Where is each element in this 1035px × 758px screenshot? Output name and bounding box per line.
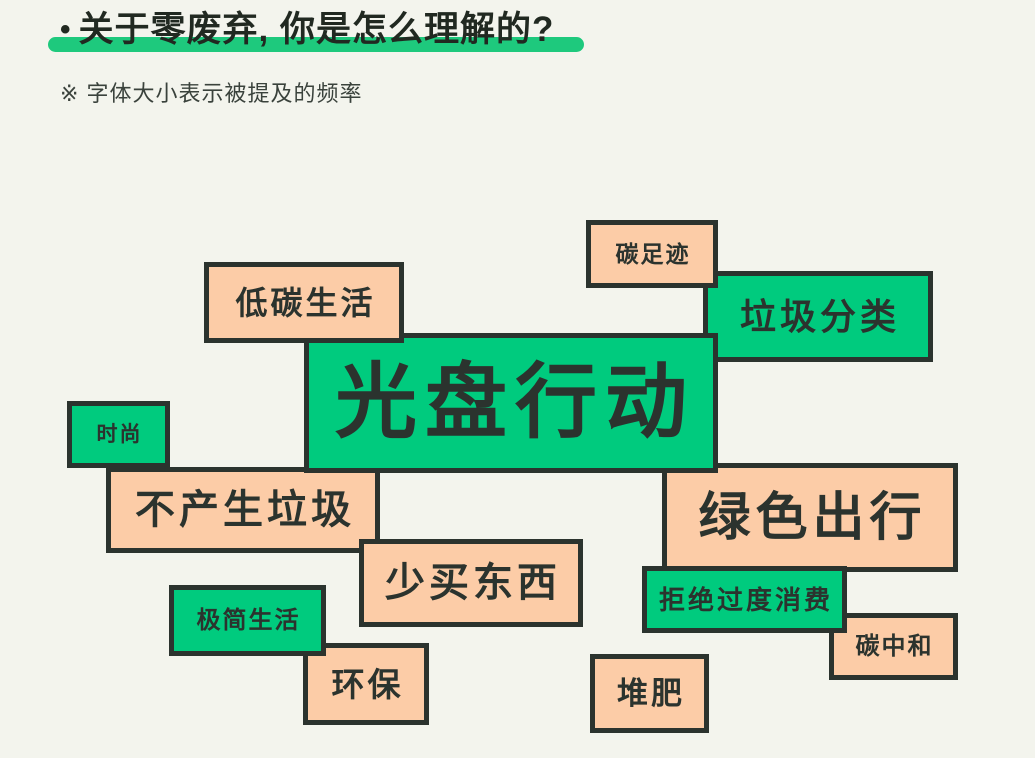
word-waste-sorting: 垃圾分类 [703, 271, 933, 362]
word-label: 时尚 [96, 423, 143, 446]
word-label: 少买东西 [385, 561, 561, 605]
word-label: 不产生垃圾 [135, 488, 355, 532]
word-eco-friendly: 环保 [303, 643, 429, 725]
word-label: 拒绝过度消费 [658, 584, 833, 615]
page-title-text: 关于零废弃, 你是怎么理解的? [78, 10, 555, 49]
word-carbon-neutrality: 碳中和 [829, 613, 958, 680]
word-label: 光盘行动 [334, 357, 695, 448]
word-label: 绿色出行 [698, 488, 927, 547]
word-label: 堆肥 [617, 676, 685, 711]
word-carbon-footprint: 碳足迹 [586, 220, 718, 288]
size-legend-note: ※ 字体大小表示被提及的频率 [60, 81, 363, 106]
word-label: 极简生活 [196, 606, 301, 634]
word-compost: 堆肥 [590, 654, 709, 733]
word-label: 低碳生活 [235, 284, 376, 321]
word-low-carbon-life: 低碳生活 [204, 262, 404, 343]
word-clean-plate-campaign: 光盘行动 [304, 333, 718, 473]
word-minimalist-life: 极简生活 [169, 585, 326, 656]
word-green-travel: 绿色出行 [662, 463, 958, 572]
word-fashion: 时尚 [67, 401, 170, 468]
word-refuse-overconsumption: 拒绝过度消费 [642, 566, 847, 633]
word-produce-no-waste: 不产生垃圾 [106, 467, 380, 553]
page-title: •关于零废弃, 你是怎么理解的? [60, 6, 554, 54]
word-label: 碳中和 [855, 632, 934, 660]
title-bullet-icon: • [60, 13, 71, 46]
word-buy-less: 少买东西 [359, 539, 583, 627]
title-highlight-underline [48, 37, 584, 52]
word-label: 环保 [331, 665, 404, 703]
word-label: 碳足迹 [615, 240, 691, 267]
word-label: 垃圾分类 [739, 295, 900, 337]
